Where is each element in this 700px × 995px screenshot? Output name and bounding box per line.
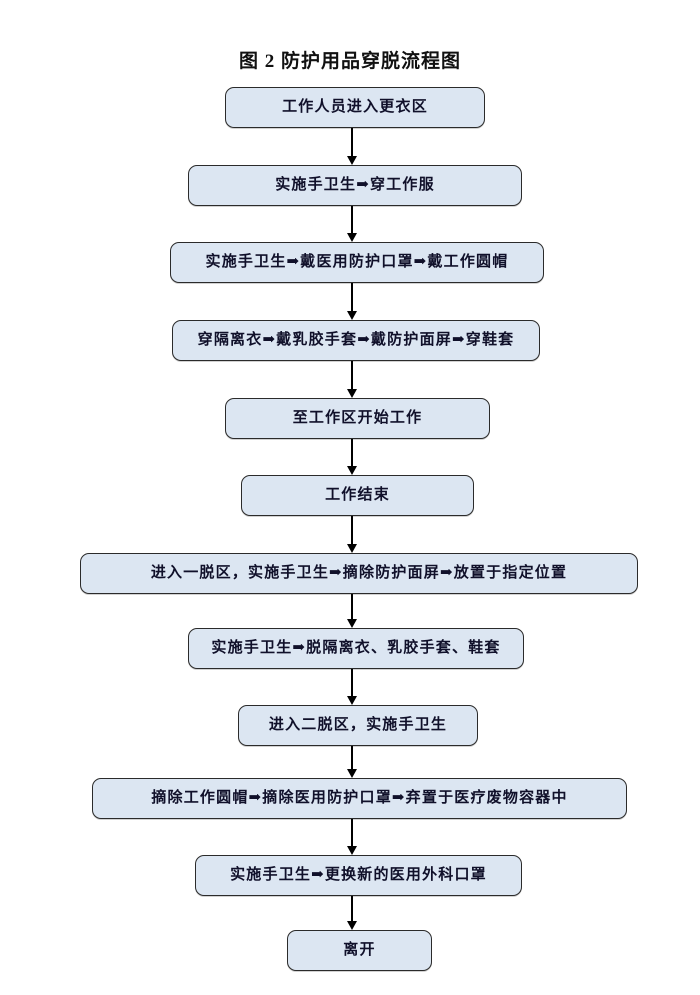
flow-node-label: 摘除工作圆帽➡摘除医用防护口罩➡弃置于医疗废物容器中 xyxy=(151,790,568,806)
flow-node-label: 进入一脱区，实施手卫生➡摘除防护面屏➡放置于指定位置 xyxy=(150,565,568,581)
arrow-head-icon xyxy=(347,619,357,628)
arrow-stem xyxy=(351,439,353,467)
arrow-head-icon xyxy=(347,769,357,778)
flow-node[interactable]: 实施手卫生➡戴医用防护口罩➡戴工作圆帽 xyxy=(170,242,544,283)
flow-arrow xyxy=(345,669,359,705)
flow-arrow xyxy=(345,594,359,628)
flow-node-label: 实施手卫生➡更换新的医用外科口罩 xyxy=(230,867,487,883)
arrow-head-icon xyxy=(347,233,357,242)
flow-node-label: 实施手卫生➡脱隔离衣、乳胶手套、鞋套 xyxy=(211,640,501,656)
arrow-head-icon xyxy=(347,156,357,165)
arrow-stem xyxy=(351,206,353,234)
flow-node-label: 离开 xyxy=(343,942,376,958)
flow-node[interactable]: 实施手卫生➡穿工作服 xyxy=(188,165,522,206)
flow-arrow xyxy=(345,746,359,778)
page-title: 图 2 防护用品穿脱流程图 xyxy=(238,51,461,72)
flow-arrow xyxy=(345,439,359,475)
flow-arrow xyxy=(345,361,359,398)
arrow-head-icon xyxy=(347,389,357,398)
arrow-stem xyxy=(351,516,353,545)
flow-node-label: 工作人员进入更衣区 xyxy=(282,99,428,115)
flow-node[interactable]: 离开 xyxy=(287,930,432,971)
flow-arrow xyxy=(345,896,359,930)
arrow-stem xyxy=(351,594,353,620)
arrow-head-icon xyxy=(347,921,357,930)
flow-arrow xyxy=(345,516,359,553)
flow-node[interactable]: 穿隔离衣➡戴乳胶手套➡戴防护面屏➡穿鞋套 xyxy=(172,320,540,361)
arrow-stem xyxy=(351,669,353,697)
arrow-head-icon xyxy=(347,544,357,553)
flow-node[interactable]: 进入一脱区，实施手卫生➡摘除防护面屏➡放置于指定位置 xyxy=(80,553,638,594)
arrow-head-icon xyxy=(347,311,357,320)
arrow-stem xyxy=(351,819,353,847)
flow-node[interactable]: 至工作区开始工作 xyxy=(225,398,490,439)
flow-arrow xyxy=(345,819,359,855)
flow-node[interactable]: 摘除工作圆帽➡摘除医用防护口罩➡弃置于医疗废物容器中 xyxy=(92,778,627,819)
arrow-head-icon xyxy=(347,466,357,475)
arrow-stem xyxy=(351,896,353,922)
arrow-stem xyxy=(351,128,353,157)
flow-node[interactable]: 工作结束 xyxy=(241,475,474,516)
arrow-stem xyxy=(351,361,353,390)
arrow-head-icon xyxy=(347,846,357,855)
flow-arrow xyxy=(345,206,359,242)
flow-node-label: 进入二脱区，实施手卫生 xyxy=(268,717,448,733)
flow-node[interactable]: 实施手卫生➡脱隔离衣、乳胶手套、鞋套 xyxy=(188,628,524,669)
flow-arrow xyxy=(345,128,359,165)
flow-node[interactable]: 实施手卫生➡更换新的医用外科口罩 xyxy=(195,855,522,896)
flow-node[interactable]: 进入二脱区，实施手卫生 xyxy=(238,705,478,746)
flow-arrow xyxy=(345,283,359,320)
flow-node-label: 实施手卫生➡穿工作服 xyxy=(275,177,435,193)
arrow-head-icon xyxy=(347,696,357,705)
flow-node-label: 工作结束 xyxy=(325,487,390,503)
flow-node-label: 至工作区开始工作 xyxy=(292,410,423,426)
arrow-stem xyxy=(351,746,353,770)
flow-node[interactable]: 工作人员进入更衣区 xyxy=(225,87,485,128)
arrow-stem xyxy=(351,283,353,312)
flow-node-label: 穿隔离衣➡戴乳胶手套➡戴防护面屏➡穿鞋套 xyxy=(197,332,515,348)
flow-node-label: 实施手卫生➡戴医用防护口罩➡戴工作圆帽 xyxy=(205,254,509,270)
